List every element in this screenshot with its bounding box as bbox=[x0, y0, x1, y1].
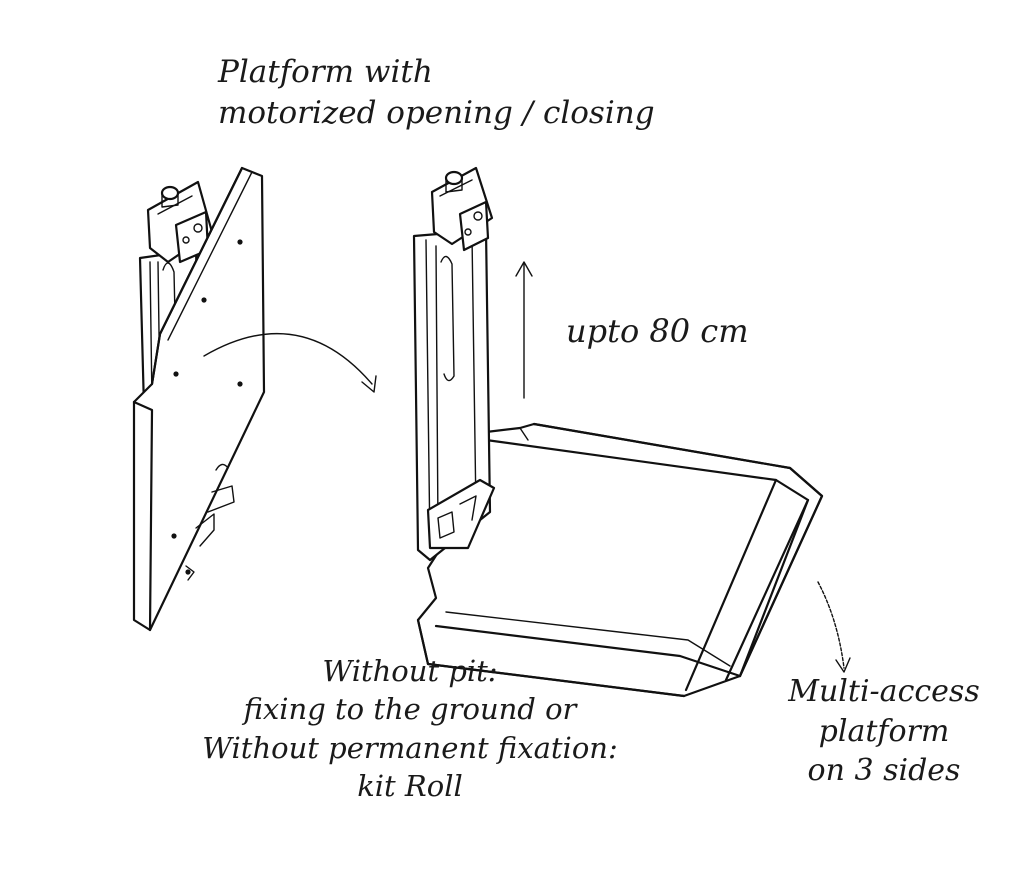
bottom-label-line-3: Without permanent fixation: bbox=[202, 730, 618, 765]
right-label-line-2: platform bbox=[818, 713, 950, 749]
deployed-platform-drawing bbox=[412, 166, 824, 698]
curved-arrow-icon bbox=[203, 332, 377, 393]
deployed-deck bbox=[416, 422, 824, 698]
bottom-label: Without pit: fixing to the ground or Wit… bbox=[0, 652, 820, 805]
top-label-line-1: Platform with bbox=[218, 54, 433, 90]
right-label-line-3: on 3 sides bbox=[807, 753, 961, 789]
bottom-label-line-1: Without pit: bbox=[322, 654, 498, 688]
folded-platform-drawing bbox=[132, 166, 266, 632]
folded-deck bbox=[132, 166, 266, 632]
bottom-label-line-2: fixing to the ground or bbox=[243, 692, 577, 727]
top-label: Platform with motorized opening / closin… bbox=[218, 52, 655, 134]
curved-pointer-arrow-icon bbox=[817, 581, 851, 673]
right-label: Multi-access platform on 3 sides bbox=[734, 672, 1024, 791]
right-label-line-1: Multi-access bbox=[788, 674, 980, 709]
right-mast bbox=[412, 166, 496, 562]
top-label-line-2: motorized opening / closing bbox=[218, 94, 655, 131]
height-label: upto 80 cm bbox=[566, 312, 749, 350]
bottom-label-line-4: kit Roll bbox=[357, 768, 463, 803]
up-arrow-icon bbox=[515, 261, 533, 399]
